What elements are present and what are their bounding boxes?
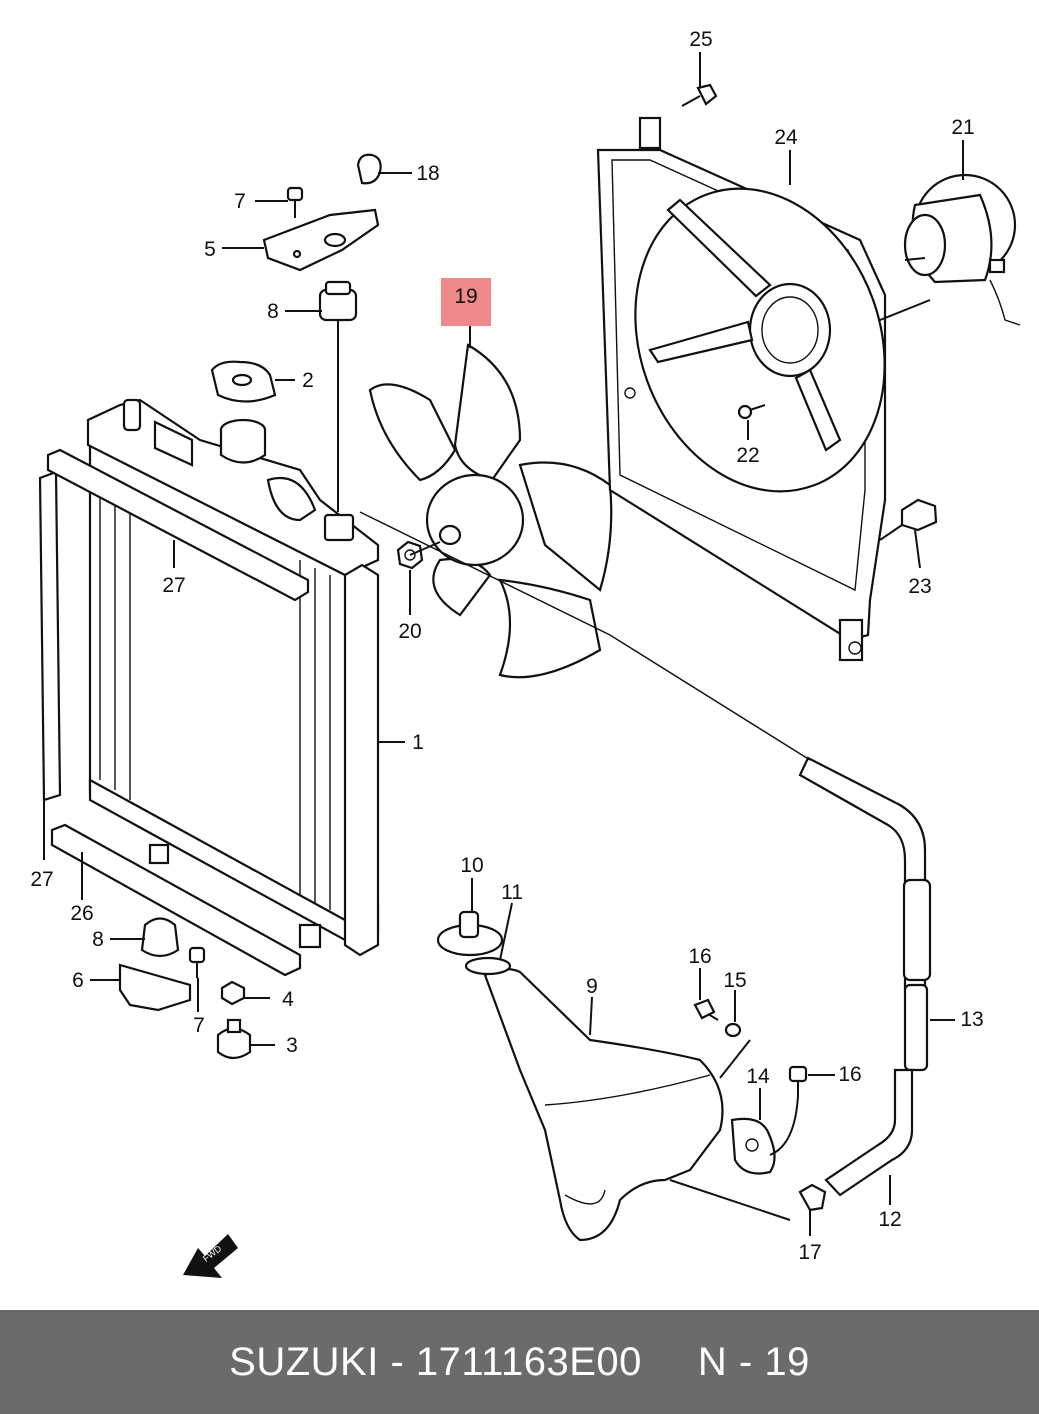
fan-motor[interactable] [903, 173, 1021, 326]
shroud-bolt[interactable] [681, 83, 718, 107]
seal-top[interactable] [46, 448, 310, 602]
bolt-16a[interactable] [693, 998, 719, 1021]
nut-4[interactable] [220, 980, 246, 1006]
clip-23[interactable] [900, 498, 938, 532]
callout-11[interactable]: 11 [501, 881, 523, 904]
clip-18[interactable] [356, 153, 382, 185]
washer-15[interactable] [724, 1022, 742, 1038]
cushion-3[interactable] [216, 1018, 252, 1060]
callout-8b[interactable]: 8 [92, 928, 104, 951]
callout-26[interactable]: 26 [70, 902, 93, 925]
callout-27b[interactable]: 27 [162, 574, 185, 597]
tank-cap[interactable] [436, 910, 504, 957]
seal-bottom[interactable] [50, 823, 302, 977]
motor-bolt[interactable] [737, 404, 766, 420]
callout-labels: 19 25 24 21 18 7 5 8 2 22 23 27 20 1 27 … [30, 28, 983, 1264]
callout-8a[interactable]: 8 [267, 300, 279, 323]
callout-14[interactable]: 14 [746, 1065, 770, 1088]
tank-gasket[interactable] [464, 956, 512, 976]
hose-clamp[interactable] [798, 1183, 827, 1212]
radiator[interactable] [86, 398, 380, 957]
callout-10[interactable]: 10 [460, 854, 483, 877]
callout-7a[interactable]: 7 [234, 190, 246, 213]
callout-24[interactable]: 24 [774, 126, 798, 149]
part-footer: SUZUKI - 1711163E00 N - 19 [0, 1310, 1039, 1414]
callout-1[interactable]: 1 [412, 731, 424, 754]
callout-21[interactable]: 21 [951, 116, 974, 139]
parts-diagram: 19 25 24 21 18 7 5 8 2 22 23 27 20 1 27 … [30, 28, 1021, 1278]
callout-23[interactable]: 23 [908, 575, 931, 598]
callout-22[interactable]: 22 [736, 444, 759, 467]
fan-shroud[interactable] [594, 116, 926, 662]
callout-19[interactable]: 19 [454, 285, 477, 308]
reservoir-tank[interactable] [483, 968, 724, 1242]
callout-7b[interactable]: 7 [193, 1014, 205, 1037]
callout-13[interactable]: 13 [960, 1008, 983, 1031]
part-number: 1711163E00 [415, 1339, 642, 1384]
callout-12[interactable]: 12 [878, 1208, 901, 1231]
callout-4[interactable]: 4 [282, 988, 294, 1011]
callout-5[interactable]: 5 [204, 238, 216, 261]
callout-16b[interactable]: 16 [838, 1063, 861, 1086]
bolt-upper[interactable] [286, 186, 304, 218]
callout-20[interactable]: 20 [398, 620, 421, 643]
bolt-16b[interactable] [788, 1065, 808, 1096]
callout-27a[interactable]: 27 [30, 868, 53, 891]
highlight-box [441, 278, 491, 326]
radiator-cap[interactable] [210, 360, 277, 403]
mount-cushion-upper[interactable] [318, 280, 358, 322]
callout-17[interactable]: 17 [798, 1241, 821, 1264]
callout-18[interactable]: 18 [416, 162, 439, 185]
footer-separator: - [390, 1339, 405, 1384]
leader-lines [43, 52, 964, 1236]
ref-prefix: N [697, 1339, 728, 1384]
reservoir-hose[interactable] [798, 756, 932, 1197]
ref-separator: - [738, 1339, 753, 1384]
seal-left[interactable] [38, 470, 62, 802]
callout-6[interactable]: 6 [72, 969, 84, 992]
fwd-arrow-icon: FWD [183, 1234, 238, 1278]
callout-3[interactable]: 3 [286, 1034, 298, 1057]
lower-bracket[interactable] [118, 963, 192, 1012]
tank-bracket[interactable] [730, 1117, 776, 1175]
upper-bracket[interactable] [262, 208, 380, 272]
bolt-lower[interactable] [188, 946, 206, 978]
callout-15[interactable]: 15 [723, 969, 746, 992]
callout-16a[interactable]: 16 [688, 945, 711, 968]
mount-cushion-lower[interactable] [140, 917, 180, 958]
callout-25[interactable]: 25 [689, 28, 712, 51]
callout-2[interactable]: 2 [302, 369, 314, 392]
brand-name: SUZUKI [229, 1339, 379, 1384]
cooling-fan[interactable] [368, 343, 613, 679]
callout-9[interactable]: 9 [586, 975, 598, 998]
ref-number: 19 [764, 1339, 810, 1384]
